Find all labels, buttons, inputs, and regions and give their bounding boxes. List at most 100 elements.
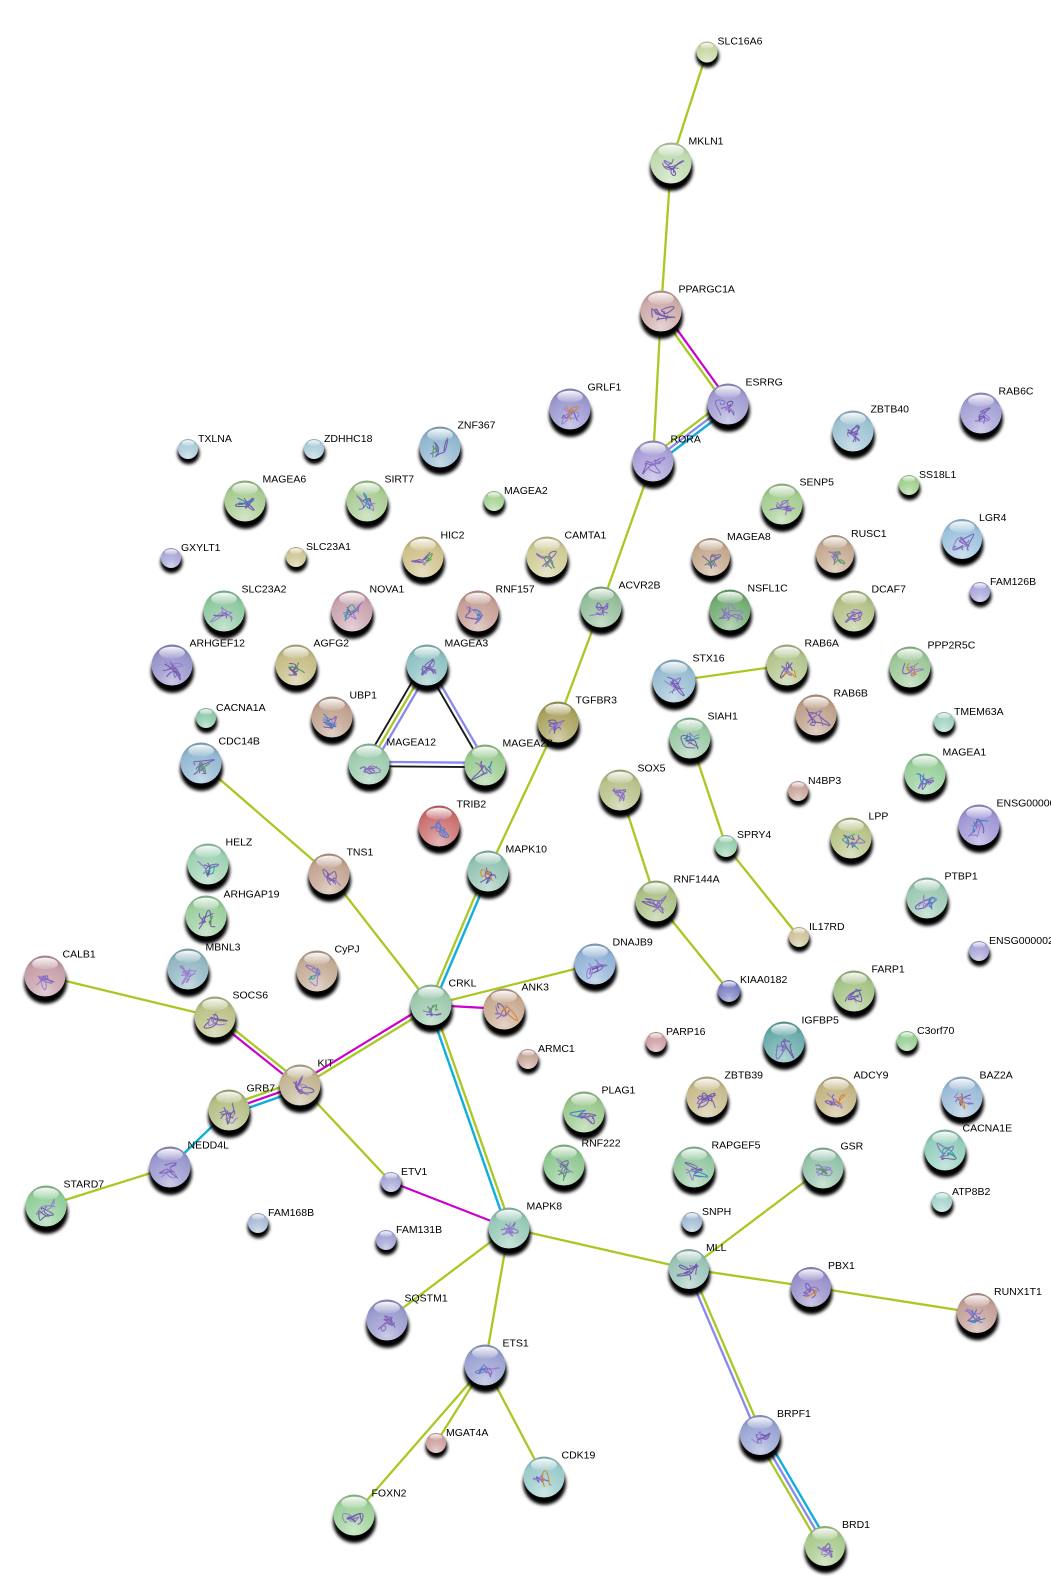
svg-text:CyPJ: CyPJ (335, 944, 360, 956)
svg-text:PARP16: PARP16 (666, 1026, 706, 1038)
svg-text:HIC2: HIC2 (441, 530, 465, 542)
svg-text:MAGEA6: MAGEA6 (263, 474, 307, 486)
svg-text:IGFBP5: IGFBP5 (802, 1015, 840, 1027)
svg-text:DNAJB9: DNAJB9 (613, 937, 653, 949)
svg-text:ETS1: ETS1 (503, 1338, 529, 1350)
svg-text:NEDD4L: NEDD4L (188, 1140, 230, 1152)
svg-text:RAB6B: RAB6B (834, 688, 868, 700)
svg-text:BAZ2A: BAZ2A (980, 1070, 1013, 1082)
svg-text:ZBTB40: ZBTB40 (871, 404, 910, 416)
svg-text:LPP: LPP (869, 811, 889, 823)
svg-text:KIAA0182: KIAA0182 (740, 974, 787, 986)
svg-text:MAGEA3: MAGEA3 (445, 638, 489, 650)
svg-text:PPARGC1A: PPARGC1A (679, 284, 735, 296)
svg-text:RUSC1: RUSC1 (851, 528, 887, 540)
svg-text:SOX5: SOX5 (638, 763, 666, 775)
svg-text:ARHGEF12: ARHGEF12 (190, 638, 246, 650)
svg-text:ADCY9: ADCY9 (854, 1070, 889, 1082)
svg-text:CALB1: CALB1 (63, 949, 96, 961)
svg-text:FOXN2: FOXN2 (372, 1488, 407, 1500)
svg-text:RAB6C: RAB6C (999, 386, 1034, 398)
svg-text:ANK3: ANK3 (522, 982, 550, 994)
svg-text:FAM126B: FAM126B (990, 576, 1036, 588)
svg-text:SOCS6: SOCS6 (233, 990, 269, 1002)
svg-text:NSFL1C: NSFL1C (748, 583, 789, 595)
svg-text:GRLF1: GRLF1 (588, 382, 622, 394)
svg-text:KIT: KIT (318, 1058, 335, 1070)
svg-text:GXYLT1: GXYLT1 (181, 542, 221, 554)
svg-text:CDC14B: CDC14B (219, 736, 260, 748)
svg-text:SIAH1: SIAH1 (708, 711, 739, 723)
svg-text:SENP5: SENP5 (800, 477, 835, 489)
svg-text:CACNA1E: CACNA1E (963, 1123, 1013, 1135)
svg-text:TGFBR3: TGFBR3 (576, 695, 618, 707)
svg-text:ENSG00000256235: ENSG00000256235 (989, 935, 1051, 947)
svg-text:PPP2R5C: PPP2R5C (928, 640, 976, 652)
svg-text:RUNX1T1: RUNX1T1 (994, 1286, 1042, 1298)
svg-text:PLAG1: PLAG1 (602, 1085, 636, 1097)
svg-text:AGFG2: AGFG2 (314, 638, 350, 650)
svg-text:MAPK8: MAPK8 (527, 1201, 563, 1213)
svg-text:LGR4: LGR4 (979, 512, 1007, 524)
svg-text:HELZ: HELZ (226, 837, 253, 849)
svg-text:SS18L1: SS18L1 (919, 469, 957, 481)
svg-text:MAPK10: MAPK10 (506, 844, 548, 856)
svg-text:MAGEA2B: MAGEA2B (503, 738, 554, 750)
svg-text:ZBTB39: ZBTB39 (725, 1070, 764, 1082)
svg-text:PBX1: PBX1 (828, 1260, 855, 1272)
svg-text:GRB7: GRB7 (247, 1083, 276, 1095)
svg-text:ARMC1: ARMC1 (538, 1043, 575, 1055)
svg-text:SLC23A2: SLC23A2 (242, 584, 287, 596)
svg-text:SLC16A6: SLC16A6 (718, 36, 763, 48)
svg-text:RNF222: RNF222 (582, 1138, 621, 1150)
svg-text:ATP8B2: ATP8B2 (952, 1186, 990, 1198)
svg-text:ZDHHC18: ZDHHC18 (324, 433, 373, 445)
svg-text:RORA: RORA (671, 434, 701, 446)
svg-text:NOVA1: NOVA1 (370, 584, 405, 596)
svg-text:RNF157: RNF157 (496, 584, 535, 596)
svg-text:ACVR2B: ACVR2B (619, 580, 661, 592)
svg-text:ESRRG: ESRRG (746, 377, 783, 389)
svg-text:MAGEA2: MAGEA2 (504, 485, 548, 497)
svg-text:STX16: STX16 (693, 653, 725, 665)
svg-text:CDK19: CDK19 (562, 1450, 596, 1462)
svg-text:RAB6A: RAB6A (805, 638, 839, 650)
svg-text:MGAT4A: MGAT4A (446, 1427, 488, 1439)
svg-text:MAGEA1: MAGEA1 (943, 747, 987, 759)
svg-text:RAPGEF5: RAPGEF5 (712, 1140, 761, 1152)
svg-text:N4BP3: N4BP3 (808, 775, 841, 787)
svg-text:TRIB2: TRIB2 (457, 799, 487, 811)
svg-text:SLC23A1: SLC23A1 (306, 541, 351, 553)
svg-text:C3orf70: C3orf70 (917, 1025, 955, 1037)
svg-text:CACNA1A: CACNA1A (216, 702, 266, 714)
svg-text:CRKL: CRKL (449, 978, 477, 990)
svg-text:MLL: MLL (706, 1242, 727, 1254)
svg-text:ENSG00000232956: ENSG00000232956 (997, 798, 1051, 810)
svg-text:SPRY4: SPRY4 (737, 829, 771, 841)
svg-text:FAM131B: FAM131B (396, 1224, 442, 1236)
svg-text:SNPH: SNPH (702, 1206, 731, 1218)
svg-text:GSR: GSR (841, 1141, 864, 1153)
svg-text:BRD1: BRD1 (842, 1519, 870, 1531)
svg-text:MKLN1: MKLN1 (689, 136, 724, 148)
svg-text:STARD7: STARD7 (64, 1179, 105, 1191)
svg-text:TNS1: TNS1 (347, 847, 374, 859)
svg-text:SQSTM1: SQSTM1 (405, 1293, 448, 1305)
svg-text:RNF144A: RNF144A (674, 874, 720, 886)
svg-text:UBP1: UBP1 (350, 690, 378, 702)
svg-text:IL17RD: IL17RD (809, 921, 845, 933)
svg-text:DCAF7: DCAF7 (872, 584, 907, 596)
svg-text:FARP1: FARP1 (872, 964, 905, 976)
svg-text:MAGEA12: MAGEA12 (387, 737, 437, 749)
svg-text:TMEM63A: TMEM63A (954, 706, 1004, 718)
svg-text:CAMTA1: CAMTA1 (565, 530, 607, 542)
svg-text:SIRT7: SIRT7 (385, 474, 415, 486)
svg-text:ZNF367: ZNF367 (458, 420, 496, 432)
svg-text:PTBP1: PTBP1 (945, 871, 978, 883)
svg-text:ETV1: ETV1 (401, 1166, 427, 1178)
svg-text:BRPF1: BRPF1 (777, 1408, 811, 1420)
svg-text:FAM168B: FAM168B (268, 1207, 314, 1219)
svg-text:ARHGAP19: ARHGAP19 (224, 889, 280, 901)
svg-text:MAGEA8: MAGEA8 (727, 531, 771, 543)
svg-text:MBNL3: MBNL3 (206, 942, 241, 954)
